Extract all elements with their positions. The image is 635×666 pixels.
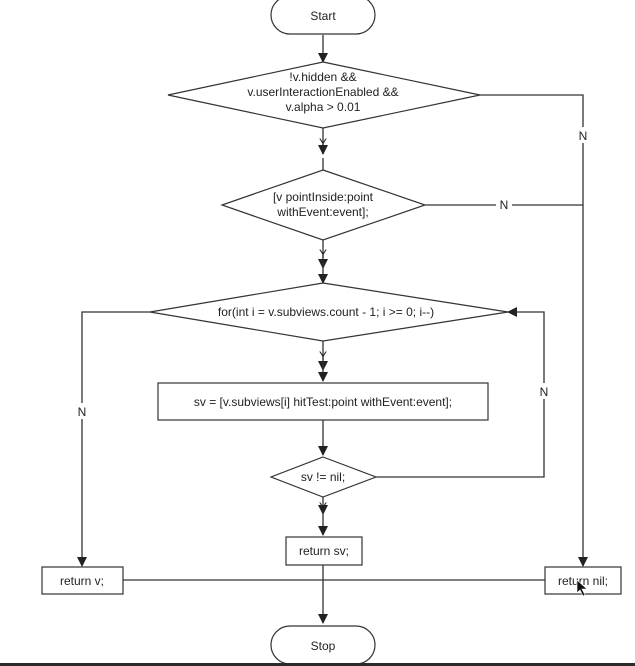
return-sv-box (285, 536, 363, 566)
return-nil-label: return nil; (558, 574, 608, 588)
return-v-label: return v; (60, 574, 104, 588)
hit-test-statement: sv = [v.subviews[i] hitTest:point withEv… (194, 395, 452, 409)
return-v-box (41, 566, 124, 595)
bottom-border (0, 663, 635, 666)
connector-visible-no (480, 94, 588, 567)
loop-decision (149, 282, 509, 342)
branch-label-no: N (78, 405, 87, 419)
visibility-condition-line-3: v.alpha > 0.01 (286, 100, 361, 114)
branch-label-no: N (579, 129, 588, 143)
mouse-cursor-icon (576, 579, 588, 597)
point-inside-line-1: [v pointInside:point (273, 190, 374, 204)
branch-label-yes: Y (319, 349, 327, 363)
branch-label-no: N (500, 198, 509, 212)
label-backdrop (75, 403, 89, 419)
start-terminal (270, 0, 376, 35)
start-label: Start (310, 9, 336, 23)
label-backdrop (537, 383, 551, 399)
connector-loop-no (77, 311, 150, 567)
label-backdrop (496, 197, 512, 213)
visibility-condition-line-2: v.userInteractionEnabled && (247, 85, 398, 99)
visibility-decision (167, 61, 481, 129)
point-inside-decision (220, 169, 427, 241)
return-nil-box (544, 566, 622, 595)
hit-test-process (157, 382, 489, 421)
stop-label: Stop (311, 639, 336, 653)
branch-label-yes: Y (319, 247, 327, 261)
sv-not-nil-condition: sv != nil; (301, 470, 345, 484)
sv-not-nil-decision (269, 456, 378, 498)
branch-label-yes: Y (319, 500, 327, 514)
visibility-condition-line-1: !v.hidden && (289, 70, 356, 84)
branch-label-yes: Y (319, 136, 327, 150)
loop-condition: for(int i = v.subviews.count - 1; i >= 0… (218, 305, 434, 319)
label-backdrop (576, 127, 590, 143)
branch-label-no: N (540, 385, 549, 399)
point-inside-line-2: withEvent:event]; (276, 205, 368, 219)
return-sv-label: return sv; (299, 544, 349, 558)
